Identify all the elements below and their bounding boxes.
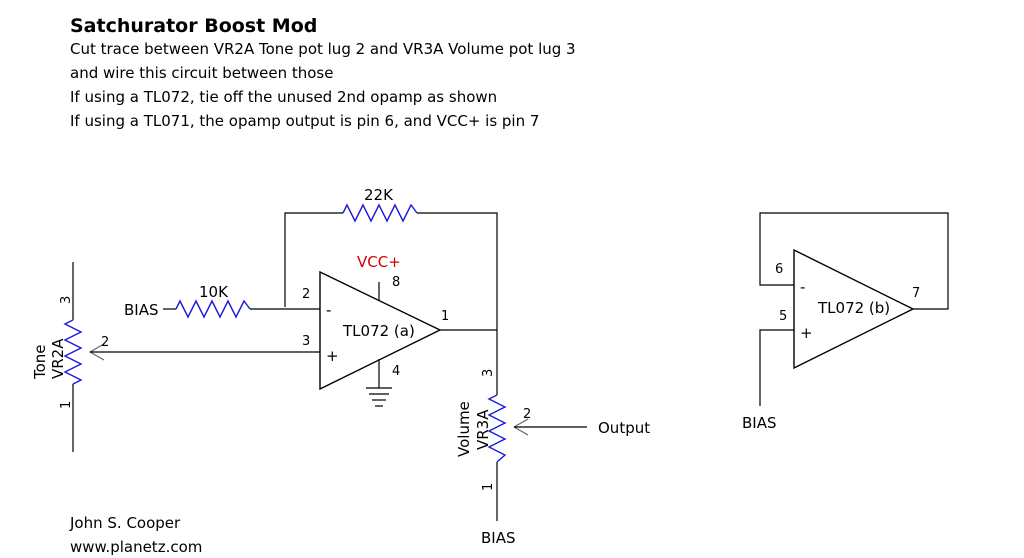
opamp-b-feedback-wire	[759, 212, 949, 310]
opamp-a-pin-8: 8	[392, 275, 400, 290]
opamp-b-pin-7: 7	[912, 286, 920, 301]
output-label: Output	[598, 419, 650, 437]
opamp-a-pin-4: 4	[392, 364, 400, 379]
opamp-b-triangle	[793, 248, 915, 370]
opamp-b-minus: -	[800, 278, 805, 296]
website-text: www.planetz.com	[70, 538, 202, 556]
opamp-b-label: TL072 (b)	[817, 299, 890, 317]
feedback-wires	[284, 212, 498, 330]
tone-pot-resistor	[63, 319, 83, 385]
tone-pot-lug-1: 1	[59, 401, 74, 409]
volume-pot-name: Volume	[455, 401, 473, 457]
input-resistor-10k	[175, 299, 251, 319]
opamp-b-bias-label: BIAS	[742, 414, 777, 432]
page-title: Satchurator Boost Mod	[70, 15, 317, 37]
input-resistor-label: 10K	[199, 283, 229, 301]
feedback-resistor-label: 22K	[364, 186, 394, 204]
volume-pot-lug-3: 3	[481, 369, 496, 377]
tone-pot-ref: VR2A	[49, 338, 67, 379]
opamp-b-pin-5: 5	[779, 309, 787, 324]
opamp-a-pin-3: 3	[302, 334, 310, 349]
volume-pot-lug-2: 2	[523, 407, 531, 422]
volume-pot-resistor	[487, 394, 507, 463]
tone-pot-lug-2: 2	[101, 335, 109, 350]
volume-pot-wiper-arrow-icon	[513, 418, 529, 436]
opamp-b-plus: +	[800, 324, 813, 342]
opamp-a-pin-1: 1	[441, 309, 449, 324]
opamp-a-label: TL072 (a)	[342, 322, 415, 340]
note-line-2: and wire this circuit between those	[70, 64, 333, 82]
opamp-b-pin-6: 6	[775, 262, 783, 277]
note-line-3: If using a TL072, tie off the unused 2nd…	[70, 88, 497, 106]
volume-pot-lug-1: 1	[481, 483, 496, 491]
tone-pot-lug-3: 3	[59, 296, 74, 304]
ground-icon	[366, 387, 392, 407]
opamp-a-plus: +	[326, 347, 339, 365]
feedback-resistor-22k	[342, 203, 418, 223]
note-line-4: If using a TL071, the opamp output is pi…	[70, 112, 539, 130]
note-line-1: Cut trace between VR2A Tone pot lug 2 an…	[70, 40, 576, 58]
volume-pot-ref: VR3A	[474, 409, 492, 450]
opamp-b-bias-wire	[759, 329, 794, 406]
tone-pot-name: Tone	[31, 344, 49, 380]
tone-pot-wiper-arrow-icon	[89, 343, 105, 361]
opamp-a-pin-2: 2	[302, 287, 310, 302]
author-name: John S. Cooper	[69, 514, 181, 532]
vcc-label: VCC+	[357, 253, 401, 271]
opamp-a-minus: -	[326, 301, 331, 319]
opamp-a-triangle	[319, 270, 442, 391]
volume-bias-label: BIAS	[481, 529, 516, 547]
bias-input-label: BIAS	[124, 301, 159, 319]
